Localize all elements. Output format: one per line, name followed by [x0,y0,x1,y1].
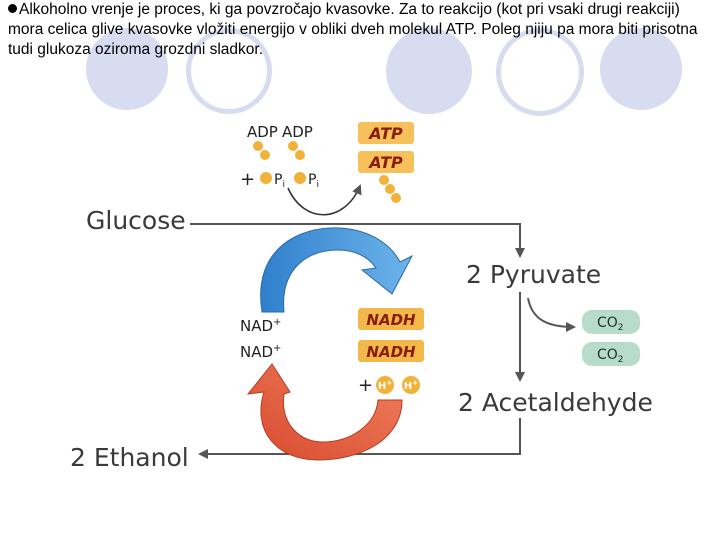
adp-to-atp-arrow [287,184,362,216]
background-circle-2 [186,28,272,114]
nadh-box-1 [358,308,424,330]
h-plus-dot-1 [376,376,394,394]
caption-text: Alkoholno vrenje je proces, ki ga povzro… [8,0,708,60]
co2-label-1: CO2 [597,315,624,333]
pyruvate-label: 2 Pyruvate [466,260,601,289]
ethanol-label: 2 Ethanol [70,443,189,472]
glucose-label: Glucose [86,206,186,235]
acetaldehyde-label: 2 Acetaldehyde [458,388,653,417]
plus-sign-2: + [358,375,373,396]
h-plus-dot-2 [402,376,420,394]
atp-label-1: ATP [367,124,403,143]
background-circle-4 [496,28,584,116]
adp-phosphate-dots-1 [253,141,270,160]
pi-label-2: Pi [308,172,319,190]
nad-plus-label-1: NAD+ [240,317,281,335]
background-circle-3 [386,28,472,114]
blue-cycle-arrow [260,227,414,313]
adp-label-1: ADP [247,123,278,141]
red-cycle-arrow [246,363,403,461]
nad-plus-label-2: NAD+ [240,343,281,361]
atp-phosphate-dots [379,175,401,203]
caption-body: Alkoholno vrenje je proces, ki ga povzro… [8,1,698,58]
co2-box-1 [582,310,640,334]
background-circle-1 [86,28,168,110]
nadh-label-2: NADH [366,343,416,361]
atp-label-2: ATP [367,153,403,172]
nadh-box-2 [358,340,424,362]
co2-branch-arrow [527,297,576,332]
atp-box-1 [358,122,414,144]
glucose-to-pyruvate-line [190,223,525,258]
h-plus-label-1: H+ [378,379,392,392]
background-circle-5 [600,28,682,110]
plus-sign-1: + [240,169,255,190]
pi-label-1: Pi [274,172,285,190]
h-plus-label-2: H+ [404,379,418,392]
pi-dot-2 [294,172,306,184]
adp-label-2: ADP [282,123,313,141]
nadh-label-1: NADH [366,311,416,329]
co2-label-2: CO2 [597,347,624,365]
co2-box-2 [582,342,640,366]
pi-dot-1 [260,172,272,184]
atp-box-2 [358,151,414,173]
adp-phosphate-dots-2 [288,141,305,160]
bullet-icon [8,4,17,13]
